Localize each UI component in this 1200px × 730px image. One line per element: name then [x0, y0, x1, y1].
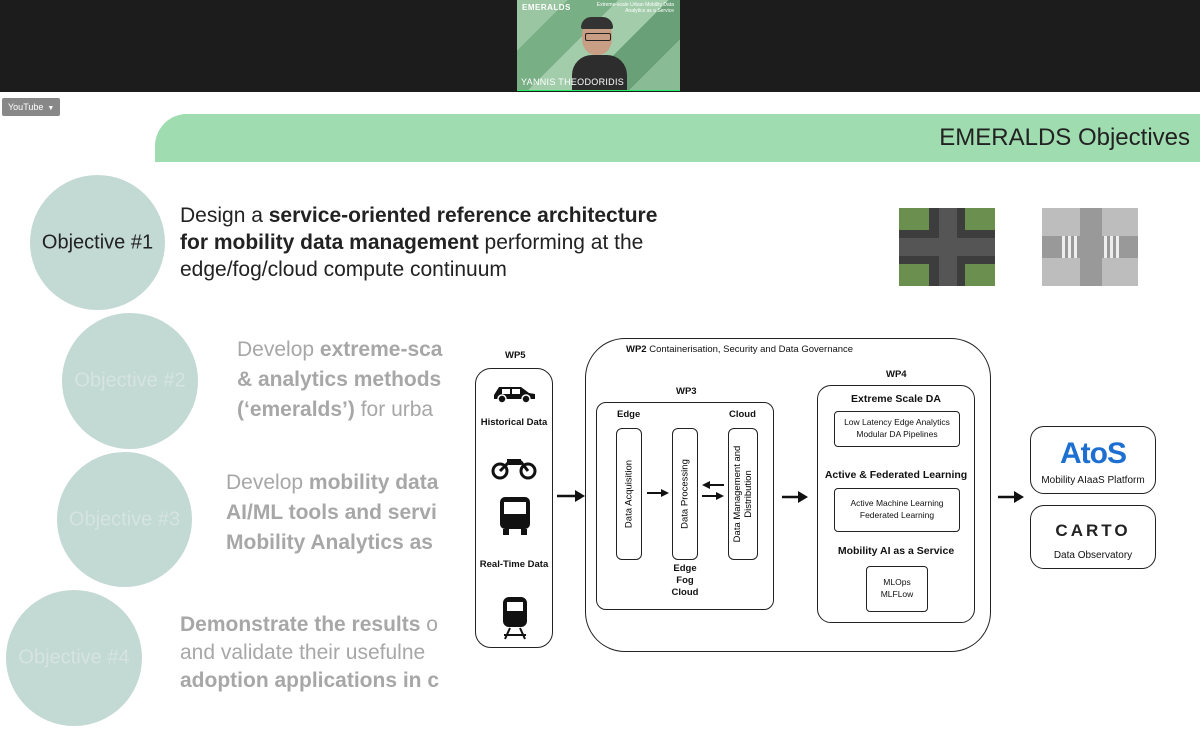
- obj2-line3a: (‘emeralds’): [237, 398, 355, 421]
- speaker-video-tile[interactable]: EMERALDS Extreme-scale Urban Mobility Da…: [517, 0, 680, 91]
- carto-box: CARTO Data Observatory: [1030, 505, 1156, 569]
- obj4-line2: and validate their usefulne: [180, 641, 426, 664]
- wp2-label: WP2: [626, 344, 647, 355]
- obj3-line3: Mobility Analytics as: [226, 531, 433, 554]
- obj4-line3: adoption applications in c: [180, 669, 440, 692]
- objective-2-circle: Objective #2: [62, 313, 198, 449]
- bidirectional-arrow-icon: [702, 481, 724, 500]
- speaker-name: YANNIS THEODORIDIS: [521, 77, 625, 87]
- speaker-avatar: [572, 15, 627, 90]
- maas-title: Mobility AI as a Service: [837, 545, 955, 557]
- afl-box: Active Machine Learning Federated Learni…: [834, 488, 960, 532]
- afl-item-1: Active Machine Learning: [850, 498, 944, 508]
- active-federated-title: Active & Federated Learning: [824, 469, 968, 481]
- obj2-line2: & analytics methods: [237, 368, 442, 391]
- arrow-icon: [647, 489, 669, 497]
- arrow-icon: [998, 491, 1024, 503]
- data-processing-bar: Data Processing: [672, 428, 698, 560]
- obj2-line1b: extreme-sca: [319, 338, 443, 361]
- wp4-box: Extreme Scale DA Low Latency Edge Analyt…: [817, 385, 975, 623]
- wp2-text: Containerisation, Security and Data Gove…: [649, 344, 854, 355]
- obj1-text-a: Design a: [180, 204, 269, 227]
- data-management-label: Data Management and Distribution: [732, 445, 754, 543]
- architecture-diagram: WP5 Historical Data Real-Time Data WP2 C…: [445, 325, 1200, 655]
- afl-item-2: Federated Learning: [859, 510, 935, 520]
- objective-1-circle: Objective #1: [30, 175, 165, 310]
- carto-caption: Data Observatory: [1053, 550, 1133, 561]
- objective-2-text: Develop extreme-sca & analytics methods …: [237, 335, 507, 425]
- obj3-line1a: Develop: [226, 471, 309, 494]
- efc-cloud: Cloud: [671, 587, 699, 598]
- data-processing-label: Data Processing: [679, 459, 691, 529]
- car-icon: [494, 387, 535, 403]
- data-acquisition-bar: Data Acquisition: [616, 428, 642, 560]
- obj3-line2: AI/ML tools and servi: [226, 501, 437, 524]
- wp5-box: Historical Data Real-Time Data: [475, 368, 553, 648]
- youtube-dropdown-button[interactable]: YouTube▼: [2, 98, 61, 116]
- wp2-box: WP2 Containerisation, Security and Data …: [585, 338, 991, 652]
- arrow-icon: [782, 491, 808, 503]
- esda-item-2: Modular DA Pipelines: [856, 429, 938, 439]
- objective-3-text: Develop mobility data AI/ML tools and se…: [226, 468, 496, 558]
- maas-item-1: MLOps: [883, 577, 911, 587]
- objective-2-label: Objective #2: [74, 369, 186, 392]
- obj3-line1b: mobility data: [308, 471, 439, 494]
- obj2-line3b: for urba: [354, 398, 434, 421]
- slide-title: EMERALDS Objectives: [939, 124, 1190, 151]
- obj4-line1a: Demonstrate the results: [180, 613, 421, 636]
- intersection-photo-2: [1042, 208, 1138, 286]
- esda-item-1: Low Latency Edge Analytics: [844, 417, 950, 427]
- wp5-label: WP5: [505, 350, 526, 361]
- objective-4-label: Objective #4: [18, 646, 130, 669]
- train-icon: [503, 597, 527, 640]
- cloud-label: Cloud: [729, 409, 756, 420]
- objective-1-label: Objective #1: [41, 231, 154, 253]
- realtime-data-label: Real-Time Data: [479, 559, 549, 570]
- objective-3-circle: Objective #3: [57, 452, 192, 587]
- extreme-scale-da-title: Extreme Scale DA: [851, 393, 941, 405]
- wp4-label: WP4: [886, 369, 907, 380]
- intersection-photo-1: [899, 208, 995, 286]
- atos-box: AtoS Mobility AIaaS Platform: [1030, 426, 1156, 494]
- wp2-title: WP2 Containerisation, Security and Data …: [626, 344, 853, 355]
- atos-caption: Mobility AIaaS Platform: [1041, 475, 1145, 486]
- obj1-bold-b: for mobility data management: [180, 231, 479, 254]
- obj1-bold-a: service-oriented reference architecture: [268, 204, 658, 227]
- data-acquisition-label: Data Acquisition: [623, 459, 635, 529]
- historical-data-label: Historical Data: [480, 417, 548, 428]
- objective-3-label: Objective #3: [68, 508, 181, 530]
- video-logo: EMERALDS: [522, 3, 571, 12]
- edge-label: Edge: [617, 409, 641, 420]
- slide-header-band: EMERALDS Objectives: [155, 114, 1200, 162]
- objective-1-text: Design a service-oriented reference arch…: [180, 202, 720, 283]
- maas-item-2: MLFLow: [880, 589, 914, 599]
- wp3-label: WP3: [676, 386, 697, 397]
- objective-4-circle: Objective #4: [6, 590, 142, 726]
- motorcycle-icon: [491, 459, 537, 480]
- video-tagline: Extreme-scale Urban Mobility Data Analyt…: [596, 2, 674, 14]
- atos-logo: AtoS: [1060, 437, 1127, 470]
- arrow-icon: [557, 490, 585, 502]
- bus-icon: [500, 497, 530, 535]
- youtube-label: YouTube: [8, 102, 44, 112]
- edge-fog-cloud-labels: Edge Fog Cloud: [657, 563, 713, 599]
- efc-fog: Fog: [676, 575, 694, 586]
- objective-4-text: Demonstrate the results o and validate t…: [180, 611, 446, 695]
- data-management-bar: Data Management and Distribution: [728, 428, 758, 560]
- carto-logo: CARTO: [1055, 521, 1131, 540]
- maas-box: MLOps MLFLow: [866, 566, 928, 612]
- obj1-text-b: performing at the: [478, 231, 644, 254]
- wp3-box: Edge Cloud Data Acquisition Data Process…: [596, 402, 774, 610]
- obj2-line1a: Develop: [237, 338, 320, 361]
- chevron-down-icon: ▼: [47, 105, 55, 112]
- efc-edge: Edge: [673, 563, 697, 574]
- obj4-line1b: o: [420, 613, 438, 636]
- esda-box: Low Latency Edge Analytics Modular DA Pi…: [834, 411, 960, 447]
- obj1-text-c: edge/fog/cloud compute continuum: [180, 258, 507, 281]
